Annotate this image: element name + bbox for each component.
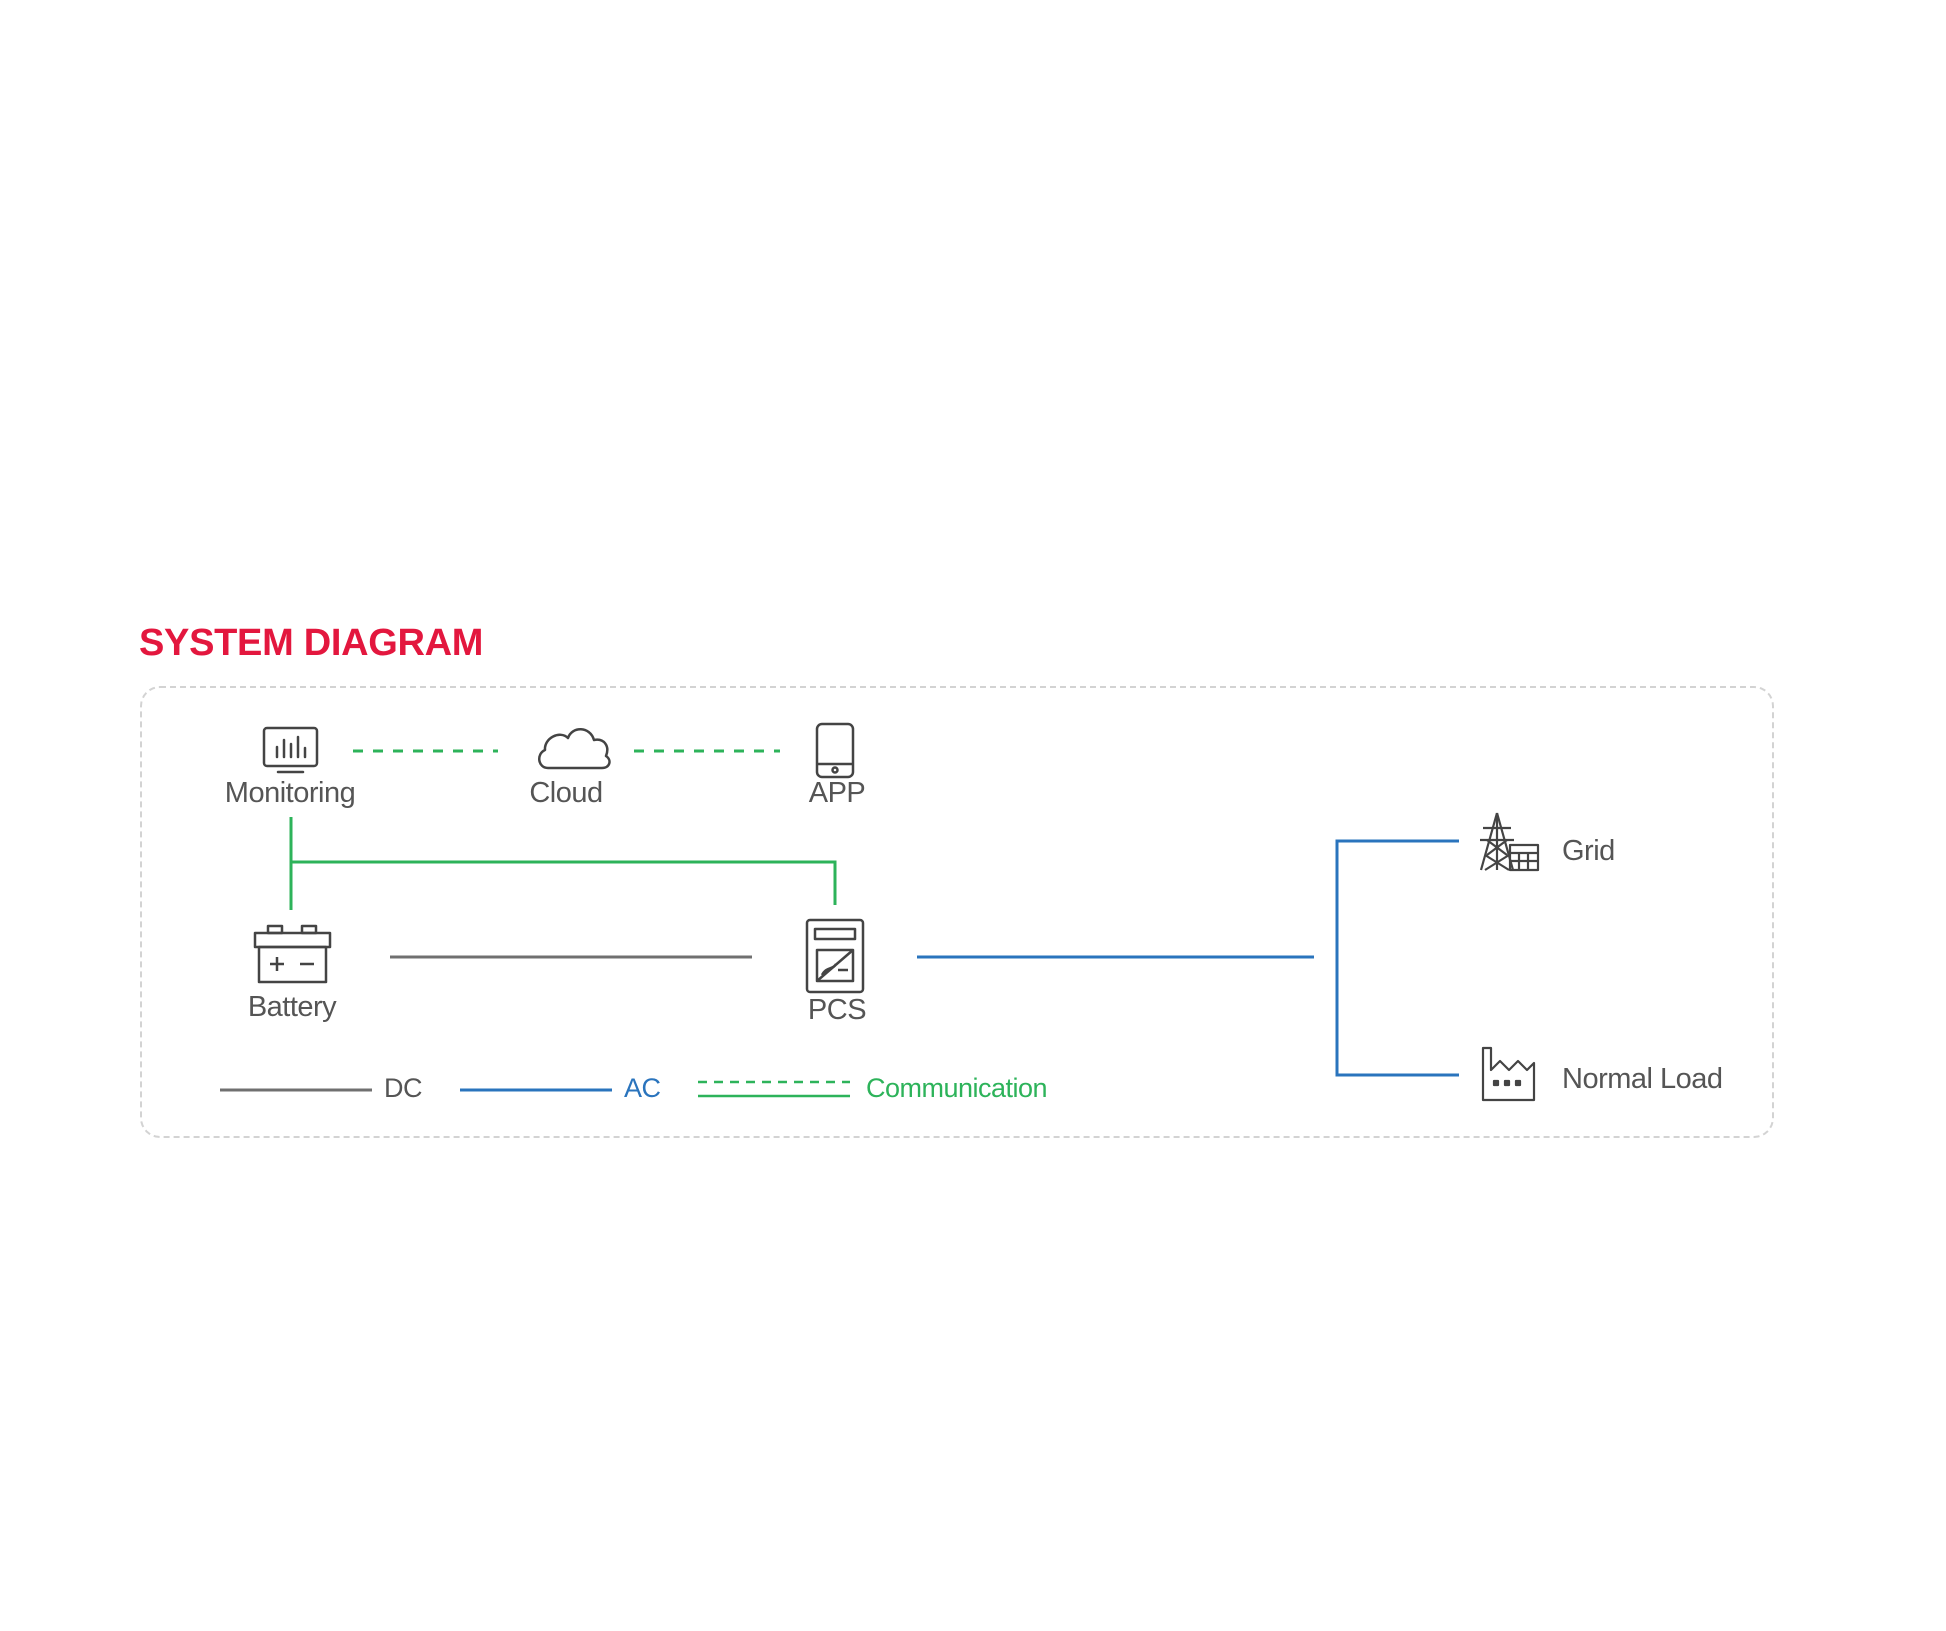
grid-label: Grid [1562,835,1615,867]
factory-icon [1481,1046,1536,1102]
pcs-label: PCS [807,994,867,1026]
normal-load-label: Normal Load [1562,1063,1723,1095]
diagram-panel [140,686,1774,1138]
legend-communication-label: Communication [866,1073,1048,1103]
app-label: APP [808,777,866,809]
smartphone-icon [815,722,855,779]
inverter-icon [805,918,865,994]
legend-dc-label: DC [384,1073,423,1103]
battery-icon [253,924,332,984]
comm-bus-to-pcs [291,860,837,905]
power-tower-icon [1479,812,1540,872]
monitoring-label: Monitoring [224,777,356,809]
cloud-icon [538,728,611,770]
cloud-label: Cloud [529,777,603,809]
ac-link-grid [1335,839,1459,1077]
battery-label: Battery [247,991,337,1023]
diagram-title: SYSTEM DIAGRAM [139,622,484,664]
monitor-chart-icon [262,726,319,774]
legend-ac-label: AC [624,1073,661,1103]
